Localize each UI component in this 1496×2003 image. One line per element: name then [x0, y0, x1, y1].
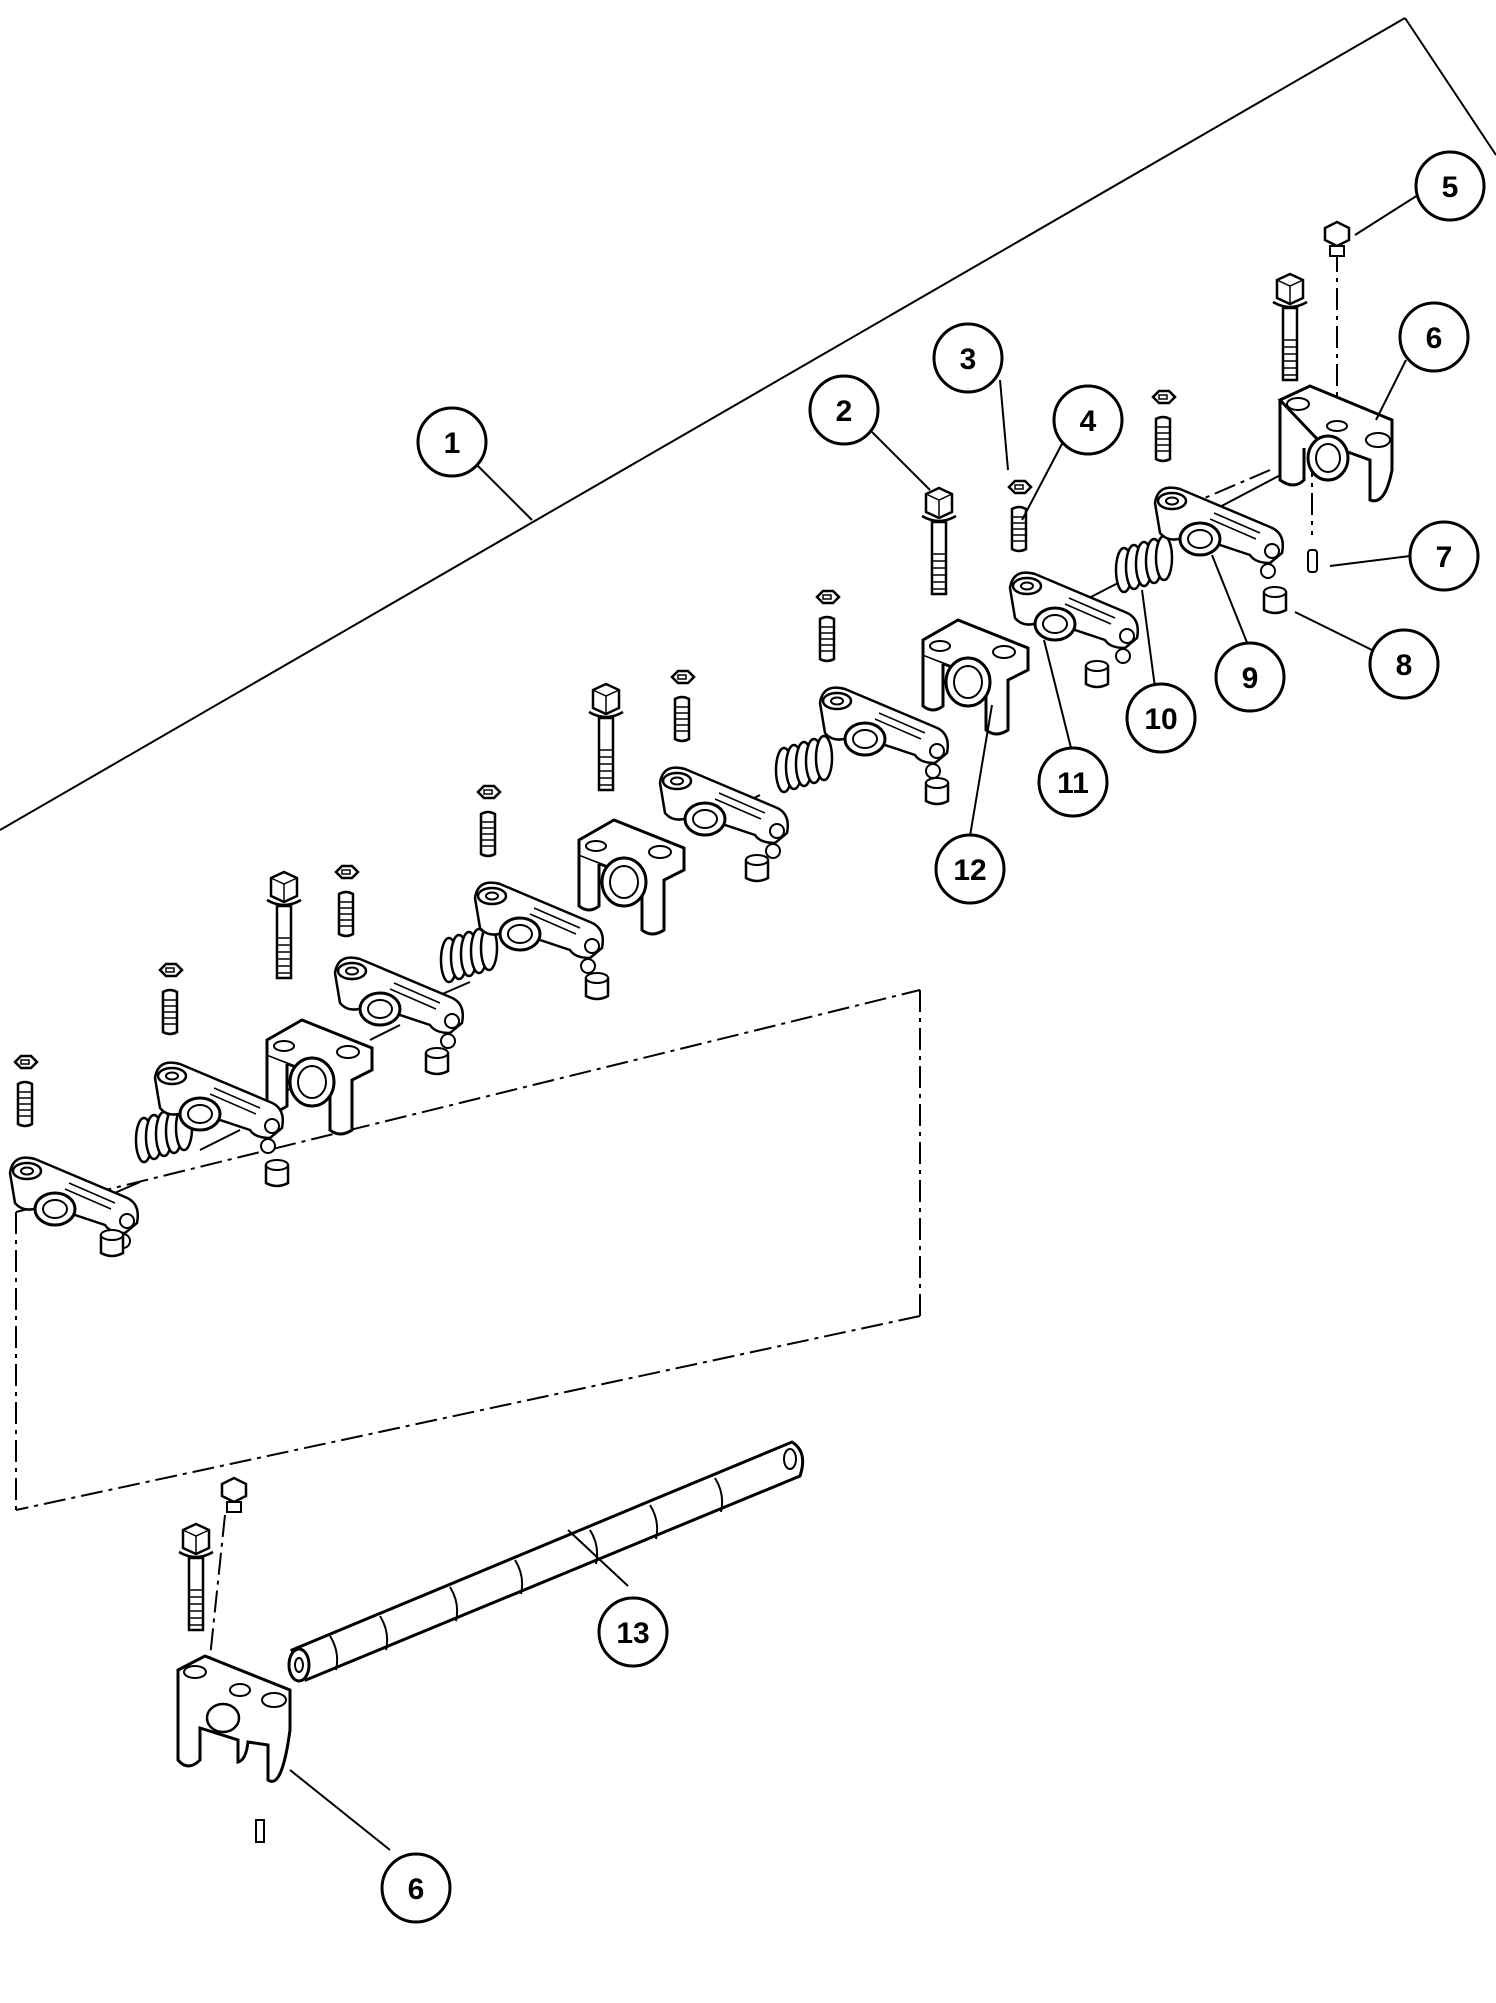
adjusting-screw-and-nut [670, 669, 696, 743]
rocker-arm [1153, 486, 1285, 580]
adjusting-screw-and-nut [158, 962, 184, 1036]
rocker-arm [658, 766, 790, 860]
adjusting-screw-and-nut [334, 864, 360, 938]
callout-5: 5 [1414, 150, 1486, 222]
adjusting-screw-and-nut [476, 784, 502, 858]
valve-cap [1084, 659, 1110, 689]
alignment-lines [15, 250, 1338, 1706]
adjusting-screw-and-nut [815, 589, 841, 663]
svg-text:11: 11 [1057, 767, 1089, 800]
callout-3: 3 [932, 322, 1004, 394]
svg-text:7: 7 [1436, 541, 1453, 574]
callout-10: 10 [1125, 682, 1197, 754]
end-bracket-top [1277, 384, 1394, 503]
rocker-spring [774, 734, 834, 794]
bracket-bolt [265, 870, 303, 980]
leader-lines [289, 194, 1419, 1851]
svg-text:6: 6 [408, 1873, 425, 1906]
callout-9: 9 [1214, 641, 1286, 713]
callout-13: 13 [597, 1596, 669, 1668]
locating-pin [1307, 549, 1318, 573]
valve-cap [424, 1046, 450, 1076]
svg-text:1: 1 [444, 427, 461, 460]
callout-6: 6 [1398, 301, 1470, 373]
bracket-bolt [587, 682, 625, 792]
callout-11: 11 [1037, 746, 1109, 818]
svg-text:9: 9 [1242, 662, 1259, 695]
valve-cap [924, 776, 950, 806]
svg-text:10: 10 [1144, 703, 1177, 736]
callout-2: 2 [808, 374, 880, 446]
bracket-bolt [1271, 272, 1309, 382]
callout-6-bottom: 6 [380, 1852, 452, 1924]
shaft-support-bracket [577, 818, 686, 936]
valve-cap [584, 971, 610, 1001]
svg-text:5: 5 [1442, 171, 1459, 204]
svg-text:4: 4 [1080, 405, 1097, 438]
assembly-outline [0, 17, 1496, 831]
bracket-bolt [920, 486, 958, 596]
adjusting-screw-and-nut [13, 1054, 39, 1128]
valve-cap [264, 1158, 290, 1188]
svg-text:6: 6 [1426, 322, 1443, 355]
svg-text:13: 13 [616, 1617, 649, 1650]
valve-cap [744, 853, 770, 883]
callout-4: 4 [1052, 384, 1124, 456]
svg-text:8: 8 [1396, 649, 1413, 682]
svg-text:12: 12 [953, 854, 986, 887]
shaft-support-bracket [921, 618, 1030, 736]
svg-text:3: 3 [960, 343, 977, 376]
end-bracket-bottom [176, 1654, 292, 1843]
adjusting-screw-and-nut [1007, 479, 1033, 553]
hex-bolt [220, 1476, 248, 1513]
rocker-spring [1114, 534, 1174, 594]
hex-bolt [1323, 220, 1351, 257]
svg-text:2: 2 [836, 395, 853, 428]
callout-1: 1 [416, 406, 488, 478]
bracket-bolt [177, 1522, 215, 1632]
callout-7: 7 [1408, 520, 1480, 592]
callout-8: 8 [1368, 628, 1440, 700]
adjusting-screw-and-nut [1151, 389, 1177, 463]
rocker-shaft [287, 1440, 805, 1683]
valve-cap [1262, 585, 1288, 615]
valve-cap [99, 1228, 125, 1258]
callout-12: 12 [934, 833, 1006, 905]
